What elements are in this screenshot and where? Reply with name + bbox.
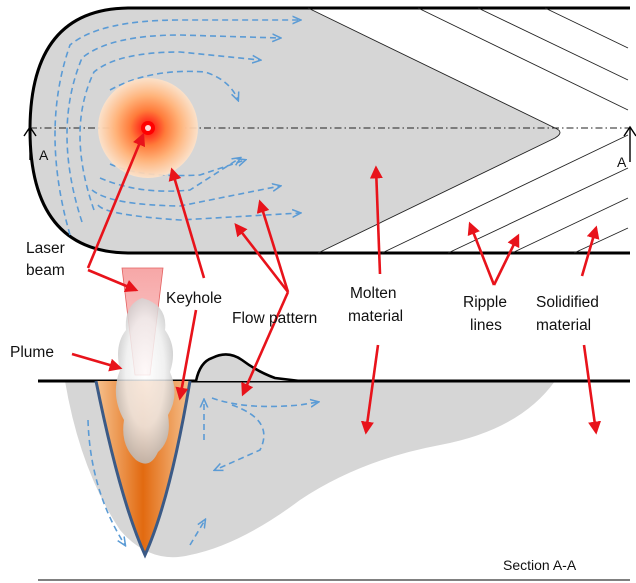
arrow-laser-to-spot xyxy=(86,132,146,269)
label-ripple-line2: lines xyxy=(470,317,502,334)
arrow-plume xyxy=(71,352,123,372)
label-keyhole: Keyhole xyxy=(166,290,222,307)
arrow-flow-section xyxy=(241,291,290,397)
arrow-ripple-1 xyxy=(467,221,496,286)
plume xyxy=(115,298,175,464)
labels: Laser beam Keyhole Flow pattern Molten m… xyxy=(10,240,599,573)
top-view: A A xyxy=(23,6,636,255)
flow-arrows-section xyxy=(87,397,318,545)
section-marker-right: A xyxy=(617,125,636,170)
arrow-keyhole-section xyxy=(175,309,198,401)
section-marker-left-label: A xyxy=(39,147,49,163)
arrow-molten-top xyxy=(369,165,383,275)
label-laser-line1: Laser xyxy=(26,240,65,257)
label-flow-pattern: Flow pattern xyxy=(232,310,317,327)
label-molten-line2: material xyxy=(348,308,403,325)
label-molten-line1: Molten xyxy=(350,285,397,302)
surface-bulge xyxy=(194,353,301,383)
label-solidified-line2: material xyxy=(536,317,591,334)
arrow-flow-2 xyxy=(256,199,290,293)
section-marker-right-label: A xyxy=(617,154,627,170)
keyhole-wall xyxy=(94,380,192,559)
arrow-solid-top xyxy=(580,225,600,277)
arrow-molten-section xyxy=(360,344,380,435)
arrow-laser-to-cone xyxy=(87,268,139,292)
section-marker-left: A xyxy=(23,125,49,163)
section-view xyxy=(38,267,630,581)
laser-spot-highlight xyxy=(145,125,151,131)
label-solidified-line1: Solidified xyxy=(536,294,599,311)
label-ripple-line1: Ripple xyxy=(463,294,507,311)
label-section-caption: Section A-A xyxy=(503,557,577,573)
label-laser-line2: beam xyxy=(26,262,65,279)
label-plume: Plume xyxy=(10,344,54,361)
ripple-lines xyxy=(381,7,629,254)
arrow-solid-section xyxy=(582,344,602,435)
molten-pool-section xyxy=(65,381,555,558)
arrow-flow-1 xyxy=(234,222,290,293)
callout-arrows xyxy=(71,132,602,435)
arrow-ripple-2 xyxy=(492,233,520,286)
arrow-keyhole-top xyxy=(168,167,206,279)
